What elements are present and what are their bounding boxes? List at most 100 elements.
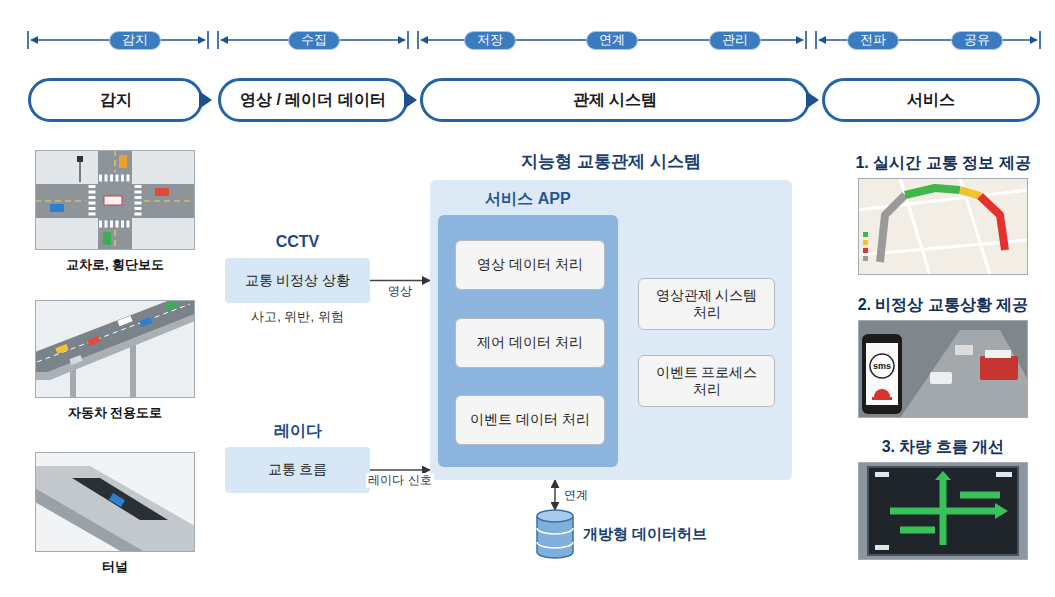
phase-pill: 관리 <box>709 31 761 50</box>
phase-bracket <box>217 31 219 49</box>
node-label: 제어 데이터 처리 <box>477 334 583 352</box>
incident-photo-illustration <box>866 343 898 405</box>
database-outline <box>537 510 573 522</box>
node-label: 2. 비정상 교통상황 제공 <box>858 295 1029 315</box>
intersection-illustration <box>99 221 131 228</box>
stage-arrow: 감지 <box>28 78 203 122</box>
phase-bracket <box>207 31 209 49</box>
phase-bracket <box>1039 31 1041 49</box>
sign-board-illustration <box>875 545 889 550</box>
process-box: 이벤트 데이터 처리 <box>455 395 605 445</box>
phase-pill: 전파 <box>847 31 899 50</box>
system-panel: 지능형 교통관제 시스템서비스 APP영상 데이터 처리제어 데이터 처리이벤트… <box>430 180 792 480</box>
sign-board-illustration <box>858 462 1028 560</box>
incident-photo-illustration <box>862 334 902 414</box>
node-label: 연계 <box>599 32 625 48</box>
sign-board-illustration <box>890 480 1000 545</box>
phase-pill: 연계 <box>586 31 638 50</box>
stage-arrow: 영상 / 레이더 데이터 <box>218 78 408 122</box>
phase-bracket <box>815 31 817 49</box>
intersection-illustration <box>114 150 115 172</box>
connector <box>554 480 556 510</box>
intersection-illustration <box>79 160 81 182</box>
traffic-map-illustration <box>858 178 1028 275</box>
stage-arrow-head <box>806 91 819 109</box>
connector <box>370 469 430 471</box>
sign-board-illustration <box>868 467 1018 555</box>
intersection-illustration <box>99 175 131 182</box>
node-label: CCTV <box>276 232 320 252</box>
intersection-illustration <box>119 155 127 168</box>
node-label: 전파 <box>860 32 886 48</box>
node-label: 영상 / 레이더 데이터 <box>240 90 386 110</box>
intersection-illustration <box>89 185 96 217</box>
edge-label: 연계 <box>562 488 590 503</box>
incident-photo-illustration <box>930 372 952 384</box>
node-label: 레이다 <box>274 421 322 441</box>
traffic-map-illustration <box>905 188 960 195</box>
sensor-box: 레이다교통 흐름 <box>225 447 370 493</box>
traffic-map-illustration <box>863 240 868 245</box>
highway-illustration <box>130 342 136 398</box>
highway-illustration <box>35 300 195 398</box>
sign-board-illustration <box>935 471 951 480</box>
node-label: 감지 <box>122 32 148 48</box>
node-label: 지능형 교통관제 시스템 <box>521 151 700 172</box>
traffic-map-illustration <box>858 178 1028 275</box>
image-panel: 터널 <box>35 452 195 552</box>
phase-bracket <box>417 31 419 49</box>
node-label: 교차로, 횡단보도 <box>66 257 164 273</box>
database-outline <box>537 510 573 558</box>
node-label: 자동차 전용도로 <box>68 405 163 421</box>
incident-photo-illustration <box>980 356 1018 380</box>
node-label: 터널 <box>102 559 128 575</box>
phase-pill: 수집 <box>288 31 340 50</box>
process-box: 영상 데이터 처리 <box>455 240 605 290</box>
node-label: 3. 차량 흐름 개선 <box>882 437 1005 457</box>
phase-pill: 저장 <box>464 31 516 50</box>
process-box: 이벤트 프로세스 처리 <box>638 355 775 407</box>
intersection-illustration <box>135 185 142 217</box>
sensor-box: CCTV교통 비정상 상황사고, 위반, 위험 <box>225 258 370 303</box>
traffic-map-illustration <box>960 190 980 196</box>
highway-illustration <box>87 336 100 346</box>
traffic-map-illustration <box>880 195 905 262</box>
stage-arrow: 서비스 <box>822 78 1040 122</box>
highway-illustration <box>55 344 68 354</box>
phase-bracket <box>805 31 807 49</box>
node-label: 1. 실시간 교통 정보 제공 <box>855 153 1030 173</box>
traffic-map-illustration <box>858 178 1028 275</box>
node-label: 감지 <box>100 90 132 110</box>
intersection-illustration <box>144 200 195 201</box>
stage-arrow-outline <box>30 80 202 121</box>
tunnel-illustration <box>72 478 168 520</box>
image-panel: 3. 차량 흐름 개선 <box>858 462 1028 560</box>
edge-label: 레이다 신호 <box>366 473 433 488</box>
incident-photo-illustration <box>858 320 1028 418</box>
incident-photo-illustration <box>872 397 892 400</box>
image-panel: 1. 실시간 교통 정보 제공 <box>858 178 1028 275</box>
incident-photo-illustration <box>955 345 973 355</box>
incident-photo-illustration <box>858 320 1028 418</box>
phase-pill: 공유 <box>951 31 1003 50</box>
node-label: 공유 <box>964 32 990 48</box>
intersection-illustration <box>77 156 83 162</box>
stage-arrow-head <box>199 91 212 109</box>
node-label: 교통 비정상 상황 <box>245 272 351 290</box>
node-label: 저장 <box>477 32 503 48</box>
phase-bracket <box>27 31 29 49</box>
stage-arrow-head <box>404 91 417 109</box>
traffic-map-illustration <box>863 256 868 261</box>
incident-photo-illustration <box>870 354 894 378</box>
node-label: 사고, 위반, 위험 <box>251 309 343 325</box>
node-label: 영상 데이터 처리 <box>477 256 583 274</box>
tunnel-illustration <box>35 452 195 552</box>
node-label: 수집 <box>301 32 327 48</box>
highway-illustration <box>69 355 82 365</box>
intersection-illustration <box>98 150 132 250</box>
phase-bracket <box>28 31 1040 49</box>
incident-photo-illustration <box>985 350 1011 358</box>
stage-arrow-outline <box>220 80 407 121</box>
node-label: 서비스 <box>907 90 955 110</box>
